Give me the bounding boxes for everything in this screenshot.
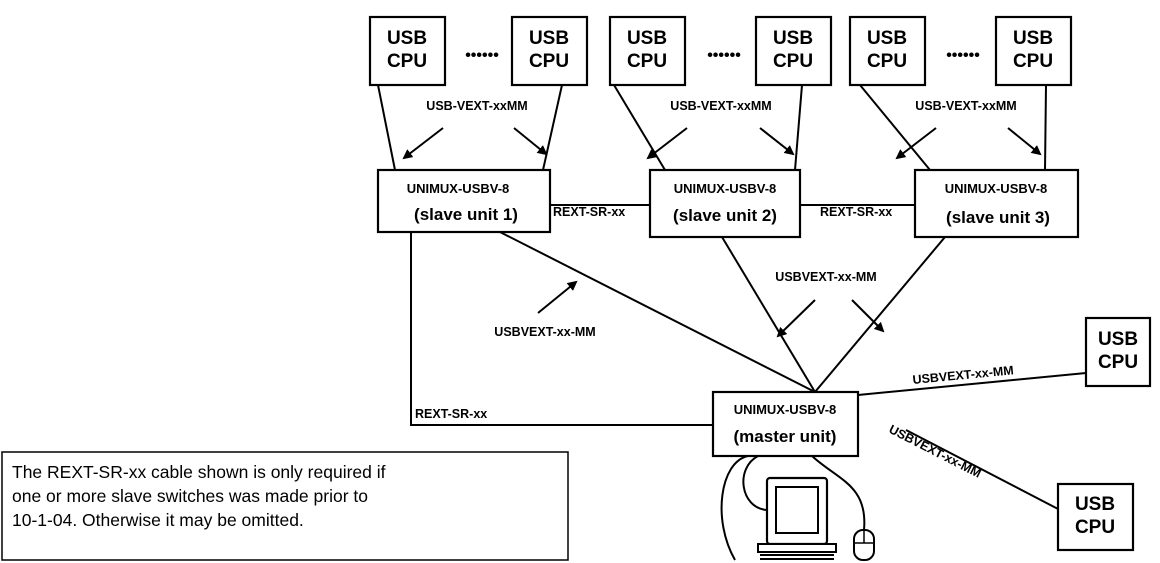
ellipsis-dots: ••••••	[465, 47, 499, 64]
cpu-label-usb: USB	[867, 28, 907, 49]
console-cables	[720, 455, 866, 561]
cable-label-rext: REXT-SR-xx	[553, 205, 625, 219]
cpu-label-cpu: CPU	[387, 51, 427, 72]
ellipsis-dots: ••••••	[946, 47, 980, 64]
slave-unit-2: UNIMUX-USBV-8 (slave unit 2)	[648, 168, 802, 239]
cpu-label-usb: USB	[1075, 494, 1115, 515]
unit-role-label: (slave unit 3)	[946, 208, 1050, 227]
note-line-2: one or more slave switches was made prio…	[12, 486, 368, 506]
cable-label-usb-vext: USB-VEXT-xxMM	[670, 99, 771, 113]
unit-model-label: UNIMUX-USBV-8	[945, 181, 1048, 196]
slave-unit-1: UNIMUX-USBV-8 (slave unit 1)	[376, 168, 552, 234]
slave-unit-3: UNIMUX-USBV-8 (slave unit 3)	[913, 168, 1080, 239]
unit-model-label: UNIMUX-USBV-8	[674, 181, 777, 196]
cable-label-usb-vext: USB-VEXT-xxMM	[426, 99, 527, 113]
note-line-3: 10-1-04. Otherwise it may be omitted.	[12, 510, 304, 530]
cpu-label-usb: USB	[1098, 329, 1138, 350]
unit-role-label: (slave unit 2)	[673, 206, 777, 225]
cpu-label-usb: USB	[387, 28, 427, 49]
cpu-right-lower: USB CPU	[1056, 482, 1135, 552]
cpu-group-2: USB CPU •••••• USB CPU	[608, 15, 833, 87]
connection-lines	[377, 84, 1087, 511]
cpu-label-cpu: CPU	[627, 51, 667, 72]
unit-model-label: UNIMUX-USBV-8	[407, 181, 510, 196]
cpu-group-1: USB CPU •••••• USB CPU	[368, 15, 589, 87]
ellipsis-dots: ••••••	[707, 47, 741, 64]
cable-label-usbvext: USBVEXT-xx-MM	[494, 325, 595, 339]
cable-label-usbvext: USBVEXT-xx-MM	[912, 363, 1014, 387]
unit-model-label: UNIMUX-USBV-8	[734, 402, 837, 417]
mouse-icon	[853, 529, 875, 561]
cpu-label-cpu: CPU	[529, 51, 569, 72]
unit-role-label: (slave unit 1)	[414, 205, 518, 224]
cpu-label-cpu: CPU	[1075, 517, 1115, 538]
cpu-label-cpu: CPU	[867, 51, 907, 72]
cpu-label-usb: USB	[773, 28, 813, 49]
note-box: The REXT-SR-xx cable shown is only requi…	[1, 451, 569, 561]
cable-label-usb-vext: USB-VEXT-xxMM	[915, 99, 1016, 113]
master-unit: UNIMUX-USBV-8 (master unit)	[711, 390, 860, 458]
cpu-label-cpu: CPU	[773, 51, 813, 72]
cpu-right-upper: USB CPU	[1084, 316, 1152, 388]
cable-label-usbvext: USBVEXT-xx-MM	[887, 422, 984, 481]
cpu-label-cpu: CPU	[1013, 51, 1053, 72]
cpu-label-cpu: CPU	[1098, 352, 1138, 373]
note-line-1: The REXT-SR-xx cable shown is only requi…	[12, 462, 386, 482]
cable-label-rext: REXT-SR-xx	[820, 205, 892, 219]
cpu-label-usb: USB	[1013, 28, 1053, 49]
unit-role-label: (master unit)	[734, 427, 837, 446]
monitor-icon	[757, 476, 837, 560]
cable-label-usbvext: USBVEXT-xx-MM	[775, 270, 876, 284]
cpu-label-usb: USB	[627, 28, 667, 49]
cable-label-rext: REXT-SR-xx	[415, 407, 487, 421]
cpu-group-3: USB CPU •••••• USB CPU	[848, 15, 1073, 87]
cpu-label-usb: USB	[529, 28, 569, 49]
